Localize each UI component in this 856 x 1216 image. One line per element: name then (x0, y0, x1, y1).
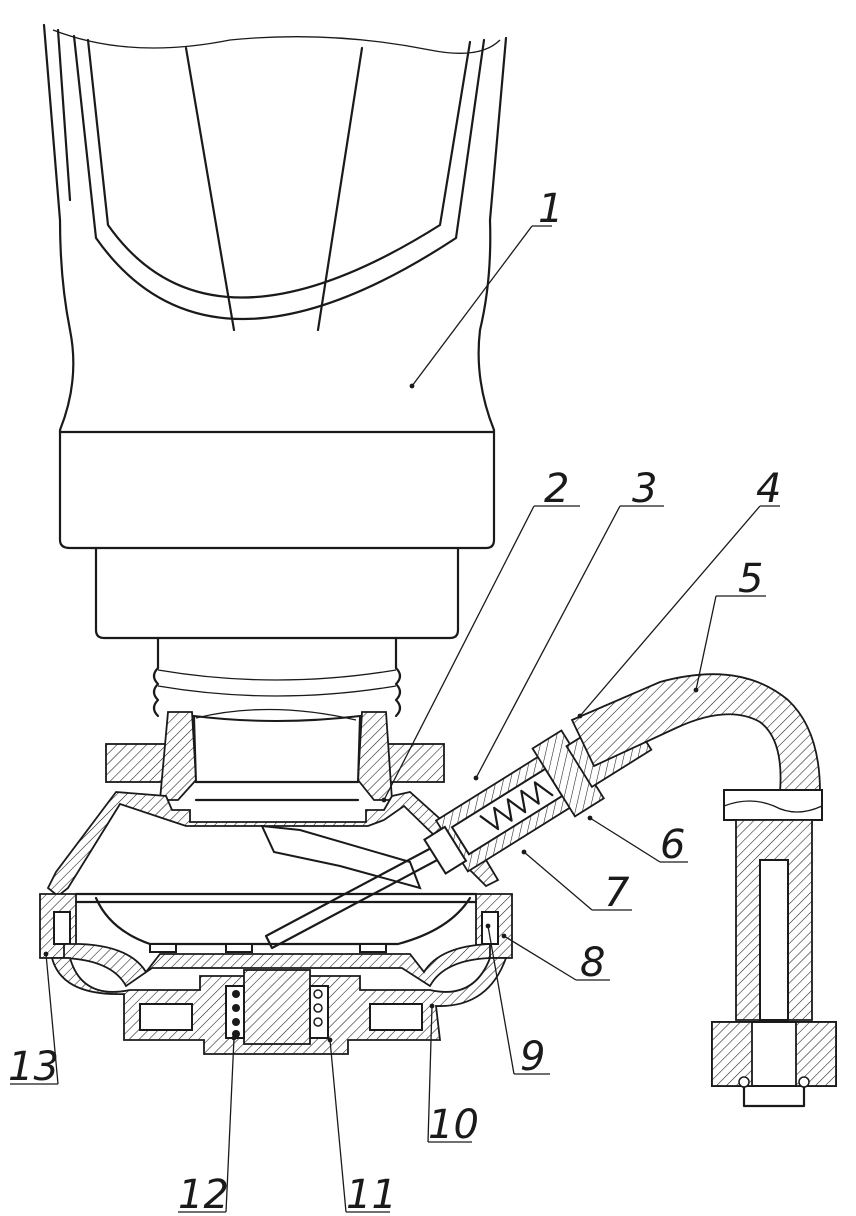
callout-11: 11 (346, 1172, 397, 1216)
callout-4: 4 (756, 466, 781, 512)
callout-12: 12 (178, 1172, 229, 1216)
valve-housing (39, 791, 513, 959)
membrane (63, 896, 491, 988)
callout-1: 1 (538, 186, 563, 232)
leader-lines (10, 225, 780, 1213)
callout-labels: 1 2 3 4 5 6 7 8 9 10 11 12 13 (8, 186, 781, 1216)
callout-10: 10 (428, 1102, 479, 1148)
callout-6: 6 (660, 822, 685, 868)
callout-9: 9 (520, 1034, 545, 1080)
callout-7: 7 (604, 870, 630, 916)
neck-section (105, 708, 445, 802)
callout-3: 3 (632, 466, 657, 512)
callout-5: 5 (738, 556, 763, 602)
callout-8: 8 (580, 940, 605, 986)
callout-13: 13 (8, 1044, 59, 1090)
spring-coils-right (313, 989, 323, 1027)
bottle (42, 23, 508, 718)
tube (570, 673, 837, 1108)
spring-coils-left (232, 990, 240, 1038)
callout-2: 2 (544, 466, 569, 512)
bottom-cap (50, 957, 508, 1055)
